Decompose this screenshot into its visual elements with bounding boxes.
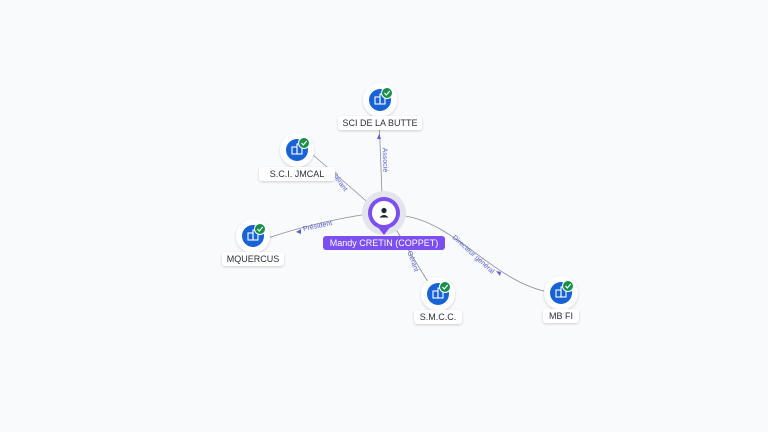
- edge-smcc: Gérant: [393, 225, 431, 286]
- edge-label-mb-fi: Directeur général: [451, 234, 496, 275]
- edge-label-sci-de-la-butte: Associé: [381, 148, 389, 173]
- verified-check-icon: [439, 281, 451, 293]
- edge-label-smcc: Gérant: [405, 250, 419, 273]
- edge-mquercus: Président: [267, 213, 369, 239]
- edge-mb-fi: Directeur général: [397, 214, 549, 293]
- center-label-bg: [323, 236, 445, 250]
- company-name: MB FI: [549, 311, 573, 321]
- company-node-smcc[interactable]: S.M.C.C.: [414, 277, 462, 324]
- edge-arrow: [296, 229, 301, 234]
- verified-check-icon: [254, 223, 266, 235]
- person-name: Mandy CRETIN (COPPET): [330, 238, 439, 248]
- company-node-sci-de-la-butte[interactable]: SCI DE LA BUTTE: [338, 83, 422, 130]
- company-name: SCI DE LA BUTTE: [342, 118, 417, 128]
- edge-label-mquercus: Président: [302, 220, 332, 233]
- person-node-center[interactable]: Mandy CRETIN (COPPET): [323, 191, 445, 250]
- company-name: MQUERCUS: [227, 254, 280, 264]
- person-icon: [379, 207, 389, 218]
- company-node-mquercus[interactable]: MQUERCUS: [222, 219, 284, 266]
- company-node-sci-jmcal[interactable]: S.C.I. JMCAL: [259, 133, 335, 181]
- company-node-mb-fi[interactable]: MB FI: [543, 276, 579, 323]
- company-name: S.C.I. JMCAL: [270, 169, 325, 179]
- verified-check-icon: [298, 137, 310, 149]
- edge-arrow: [377, 134, 381, 139]
- edge-arrow: [496, 271, 501, 276]
- edge-sci-de-la-butte: Associé: [377, 117, 389, 195]
- company-name: S.M.C.C.: [420, 312, 457, 322]
- verified-check-icon: [562, 280, 574, 292]
- verified-check-icon: [381, 87, 393, 99]
